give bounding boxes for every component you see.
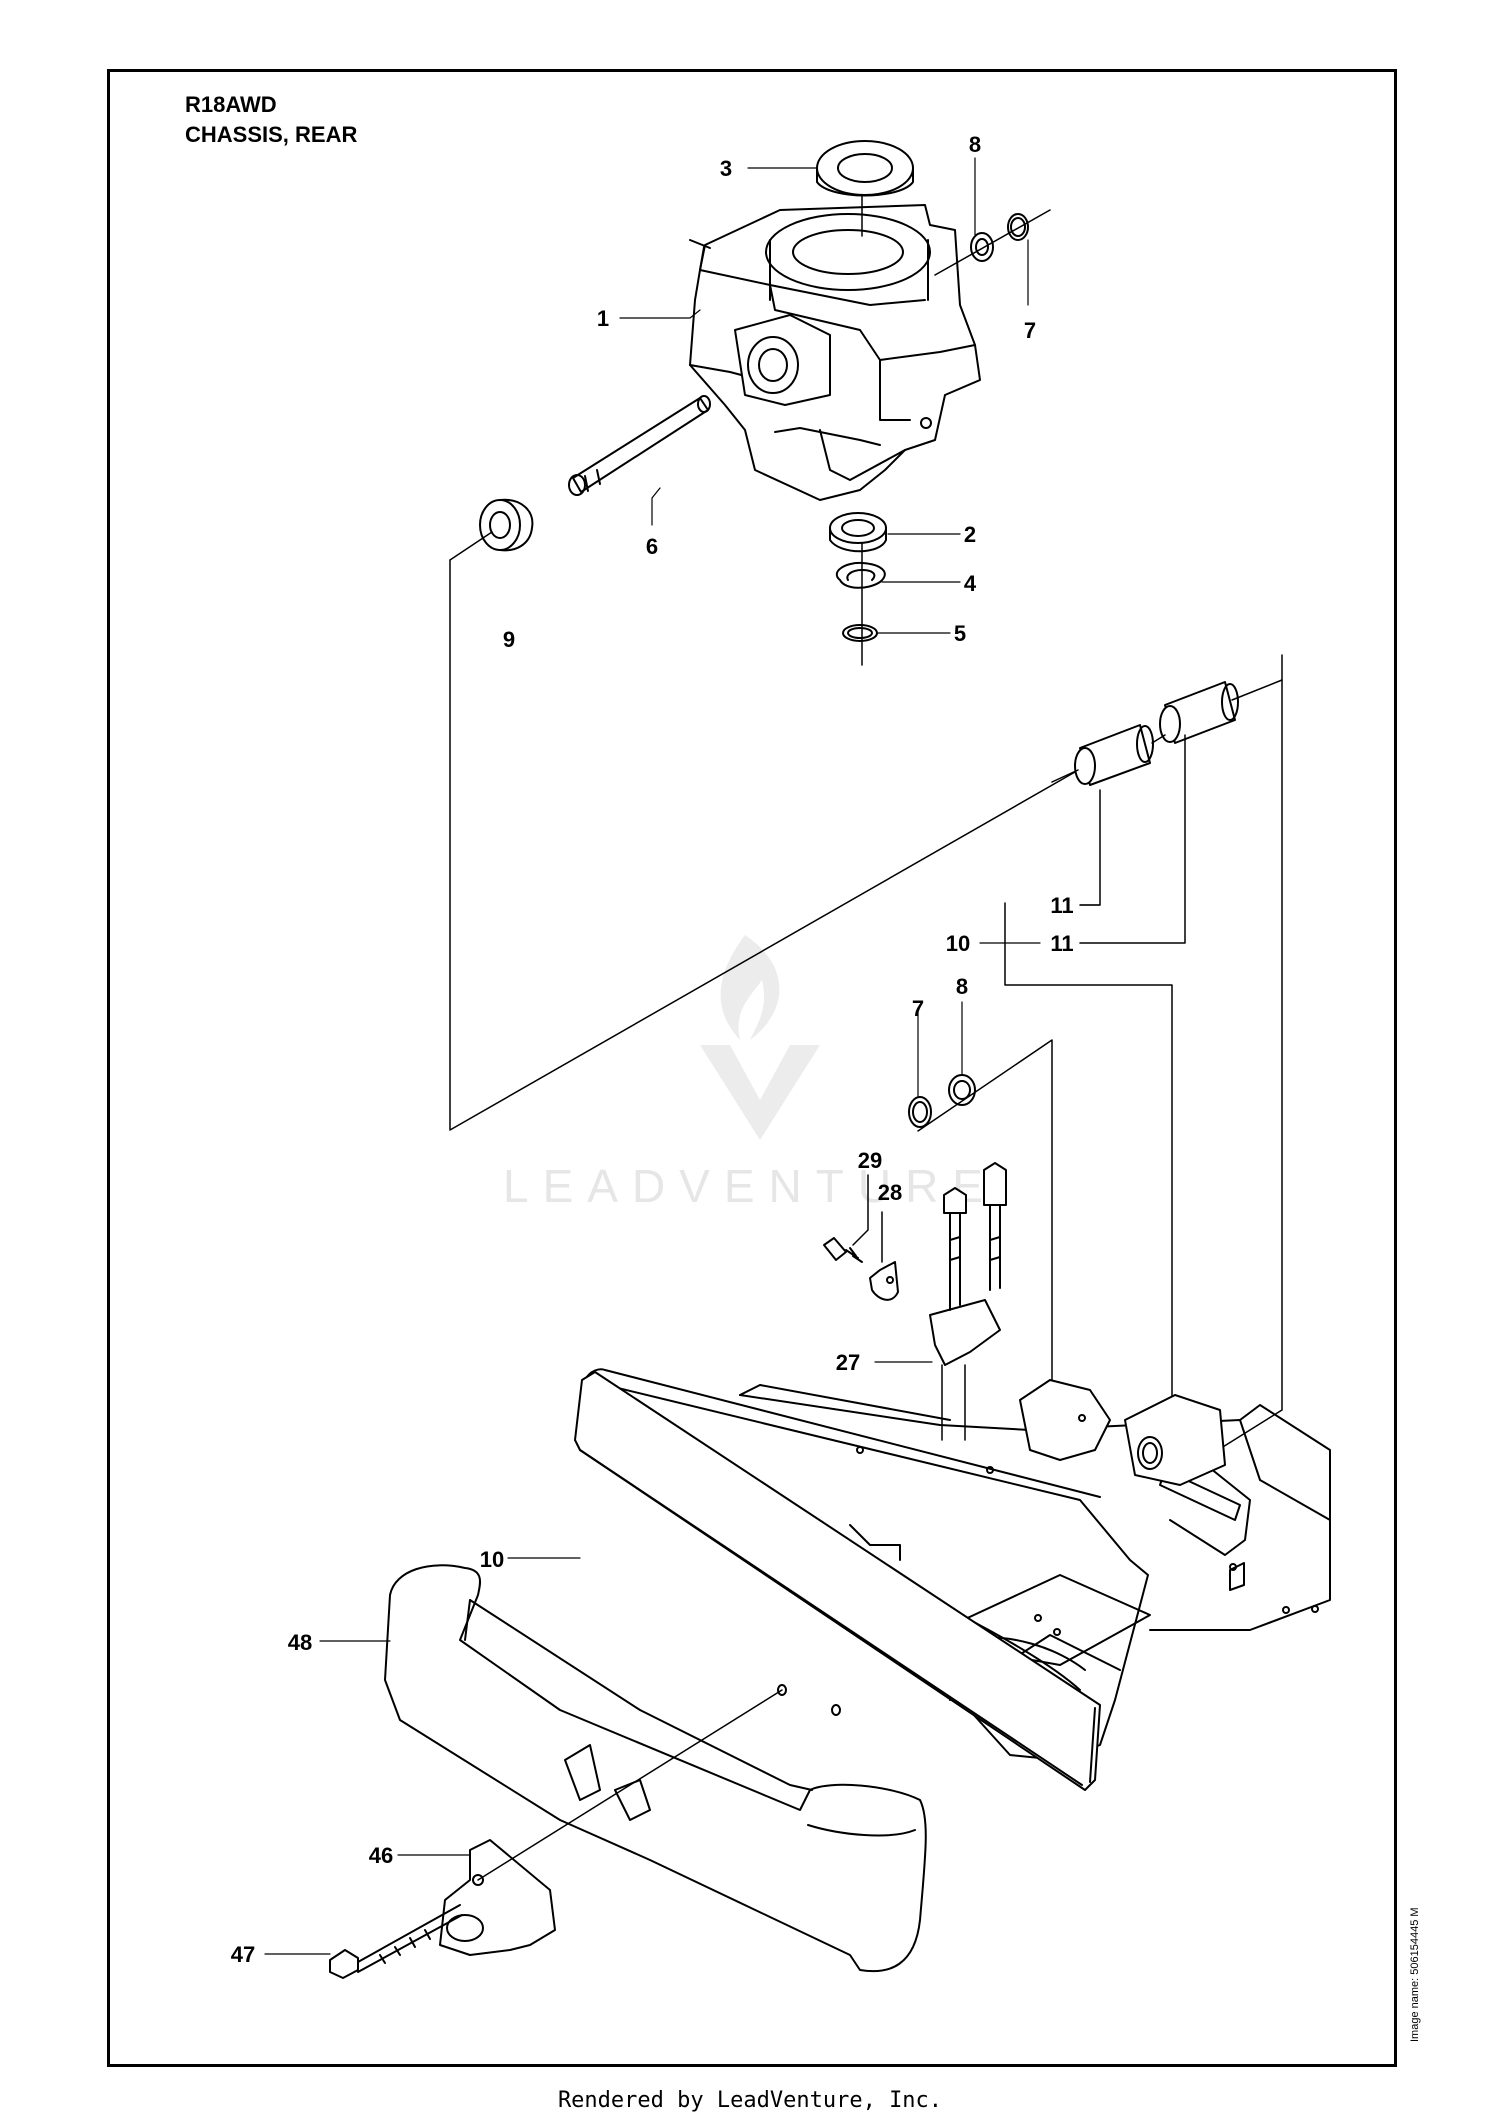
circlip-5-part [842,624,878,642]
callout-29: 29 [858,1148,882,1173]
callout-7-lower: 7 [912,996,924,1021]
image-name-note: Image name: 506154445 M [1409,1907,1421,2042]
callout-28: 28 [878,1180,902,1205]
circlip-7-upper-part [1007,213,1029,241]
callout-11-a: 11 [1050,893,1073,918]
bearing-part [829,512,887,553]
callout-46: 46 [369,1843,393,1868]
pivot-shaft-part [568,395,711,496]
callout-8-upper: 8 [969,132,981,157]
callout-7-upper: 7 [1024,318,1036,343]
spacer-11-left-part [1074,724,1154,786]
callout-9: 9 [503,627,515,652]
callout-48: 48 [288,1630,312,1655]
spacer-11-right-part [1159,681,1239,744]
clip-28-part [869,1261,899,1301]
screw-29-part [823,1237,863,1263]
bolt-47-part [329,1904,463,1979]
drawing-frame [107,69,1397,2067]
footer-credit: Rendered by LeadVenture, Inc. [557,2088,943,2113]
callout-5: 5 [954,621,966,646]
callout-2: 2 [964,522,976,547]
callout-1: 1 [597,306,609,331]
callout-3: 3 [720,156,732,181]
rear-bumper-bar-part [574,1371,1101,1791]
washer-8-upper-part [970,232,994,262]
bracket-27-part [929,1162,1007,1366]
callout-8-lower: 8 [956,974,968,999]
retaining-ring-part [835,561,886,589]
bushing-9-part [479,498,534,552]
hitch-bracket-part [439,1839,556,1956]
callout-4: 4 [964,571,977,596]
section-title: CHASSIS, REAR [185,122,358,147]
callout-10-lower: 10 [480,1547,504,1572]
seal-ring-part [816,140,914,197]
circlip-7-lower-part [908,1096,932,1128]
model-title: R18AWD [185,92,277,117]
callout-6: 6 [646,534,658,559]
callout-11-b: 11 [1050,931,1073,956]
callout-10-upper: 10 [946,931,970,956]
callout-27: 27 [836,1350,860,1375]
pivot-housing-part [689,204,981,501]
callout-47: 47 [231,1942,255,1967]
